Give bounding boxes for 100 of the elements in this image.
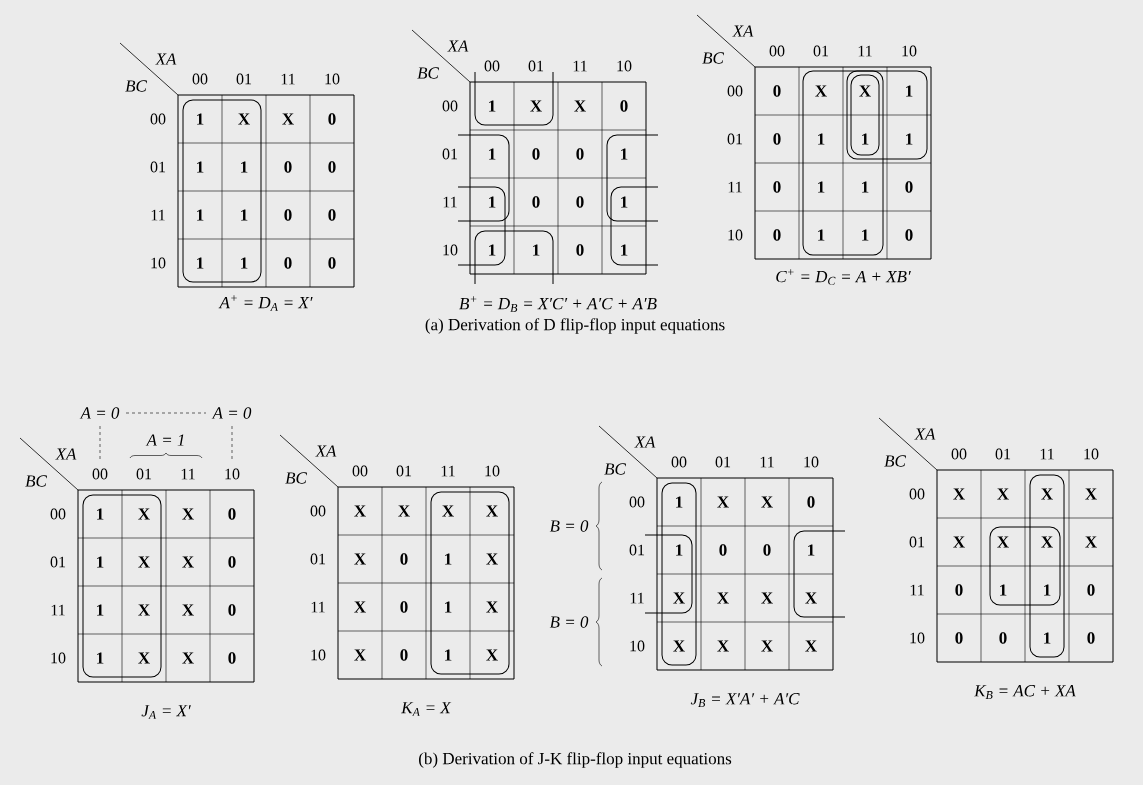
column-header: 10 xyxy=(1084,448,1099,460)
cell-value: 1 xyxy=(97,556,104,568)
cell-value: X xyxy=(138,604,150,616)
axis-label: BC xyxy=(125,80,147,92)
cell-value: X xyxy=(815,85,827,97)
cell-value: 0 xyxy=(905,229,913,241)
cell-value: X xyxy=(182,556,194,568)
row-header: 00 xyxy=(150,113,166,125)
cell-value: 0 xyxy=(1087,632,1095,644)
cell-value: 0 xyxy=(807,496,815,508)
row-header: 11 xyxy=(910,584,924,596)
cell-value: 0 xyxy=(228,508,236,520)
cell-value: 0 xyxy=(773,85,781,97)
cell-value: 1 xyxy=(906,133,913,145)
annotation: A = 0 xyxy=(211,407,252,419)
cell-value: 1 xyxy=(862,229,869,241)
row-header: 00 xyxy=(442,100,458,112)
cell-value: X xyxy=(859,85,871,97)
row-header: 00 xyxy=(629,496,645,508)
column-header: 10 xyxy=(325,73,340,85)
axis-label: XA xyxy=(634,436,656,448)
row-header: 01 xyxy=(629,544,645,556)
cell-value: 1 xyxy=(197,257,204,269)
cell-value: 1 xyxy=(489,244,496,256)
cell-value: 0 xyxy=(773,181,781,193)
cell-value: 0 xyxy=(719,544,727,556)
cell-value: X xyxy=(486,505,498,517)
row-header: 10 xyxy=(51,652,66,664)
row-header: 00 xyxy=(50,508,66,520)
equation: B$^{+}$ = D$_{B}$ = X′C′ + A′C + A′B xyxy=(459,296,657,312)
cell-value: X xyxy=(354,649,366,661)
equation: C$^{+}$ = D$_{C}$ = A + XB′ xyxy=(776,269,911,285)
cell-value: X xyxy=(282,113,294,125)
cell-value: X xyxy=(574,100,586,112)
row-header: 10 xyxy=(728,229,743,241)
column-header: 10 xyxy=(902,45,917,57)
column-header: 11 xyxy=(181,468,195,480)
column-header: 01 xyxy=(236,73,252,85)
cell-value: X xyxy=(354,601,366,613)
cell-value: 0 xyxy=(905,181,913,193)
axis-label: BC xyxy=(702,52,725,64)
cell-value: 0 xyxy=(228,652,236,664)
cell-value: 1 xyxy=(808,544,815,556)
cell-value: X xyxy=(182,652,194,664)
column-header: 11 xyxy=(858,45,872,57)
axis-label: XA xyxy=(155,53,177,65)
figure-caption: (a) Derivation of D flip-flop input equations xyxy=(425,318,725,334)
column-header: 11 xyxy=(1040,448,1054,460)
column-header: 00 xyxy=(352,465,368,477)
cell-value: X xyxy=(761,592,773,604)
cell-value: 0 xyxy=(284,209,292,221)
cell-value: X xyxy=(717,640,729,652)
cell-value: 0 xyxy=(763,544,771,556)
cell-value: 0 xyxy=(955,632,963,644)
cell-value: 0 xyxy=(576,244,584,256)
cell-value: X xyxy=(182,604,194,616)
row-header: 01 xyxy=(50,556,66,568)
cell-value: 1 xyxy=(445,553,452,565)
row-header: 10 xyxy=(910,632,925,644)
cell-value: 1 xyxy=(862,181,869,193)
column-header: 00 xyxy=(192,73,208,85)
annotation: B = 0 xyxy=(549,520,589,532)
cell-value: X xyxy=(486,649,498,661)
cell-value: 0 xyxy=(228,604,236,616)
cell-value: 0 xyxy=(999,632,1007,644)
row-header: 11 xyxy=(728,181,742,193)
cell-value: X xyxy=(997,536,1009,548)
cell-value: X xyxy=(997,488,1009,500)
annotation: B = 0 xyxy=(549,616,589,628)
row-header: 00 xyxy=(310,505,326,517)
cell-value: 0 xyxy=(532,196,540,208)
cell-value: 0 xyxy=(400,601,408,613)
cell-value: X xyxy=(354,553,366,565)
cell-value: 1 xyxy=(906,85,913,97)
cell-value: X xyxy=(805,640,817,652)
cell-value: 1 xyxy=(97,652,104,664)
cell-value: X xyxy=(673,640,685,652)
row-header: 11 xyxy=(151,209,165,221)
row-header: 00 xyxy=(909,488,925,500)
cell-value: 1 xyxy=(489,100,496,112)
axis-label: BC xyxy=(285,472,308,484)
column-header: 11 xyxy=(573,60,587,72)
row-header: 01 xyxy=(727,133,743,145)
equation: K$_{B}$ = AC + XA xyxy=(974,685,1076,699)
cell-value: 1 xyxy=(97,508,104,520)
cell-value: 1 xyxy=(1044,584,1051,596)
cell-value: X xyxy=(138,652,150,664)
cell-value: X xyxy=(138,508,150,520)
column-header: 00 xyxy=(951,448,967,460)
row-header: 01 xyxy=(150,161,166,173)
cell-value: X xyxy=(717,496,729,508)
cell-value: 0 xyxy=(620,100,628,112)
cell-value: 0 xyxy=(532,148,540,160)
cell-value: 1 xyxy=(533,244,540,256)
cell-value: X xyxy=(1085,536,1097,548)
cell-value: X xyxy=(354,505,366,517)
equation: K$_{A}$ = X xyxy=(401,702,452,716)
cell-value: 0 xyxy=(773,133,781,145)
cell-value: 1 xyxy=(241,257,248,269)
column-header: 00 xyxy=(769,45,785,57)
